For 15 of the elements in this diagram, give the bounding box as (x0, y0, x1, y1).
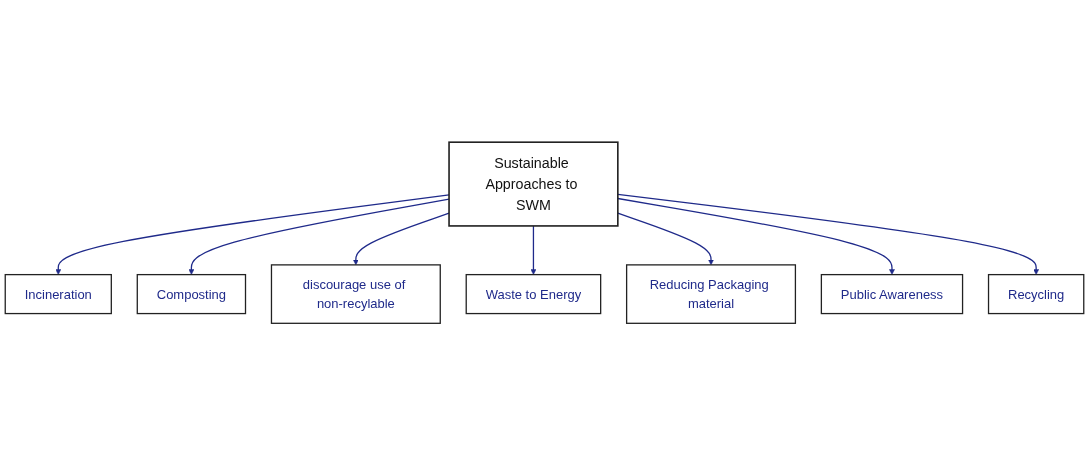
arrow (55, 194, 450, 276)
node-box: discourage use of non-recylable (270, 264, 441, 325)
node-box: Reducing Packaging material (626, 264, 797, 325)
arrow (530, 225, 537, 276)
node-box: Sustainable Approaches to SWM (448, 141, 619, 227)
node-box: Recycling (987, 274, 1085, 315)
node-box: Incineration (4, 274, 112, 315)
arrow (617, 198, 895, 276)
node-box: Waste to Energy (465, 274, 602, 315)
arrow (617, 212, 714, 266)
node-box: Composting (136, 274, 247, 315)
arrow (188, 198, 450, 276)
arrow (353, 212, 450, 266)
node-box: Public Awareness (820, 274, 964, 315)
arrow (617, 193, 1039, 276)
